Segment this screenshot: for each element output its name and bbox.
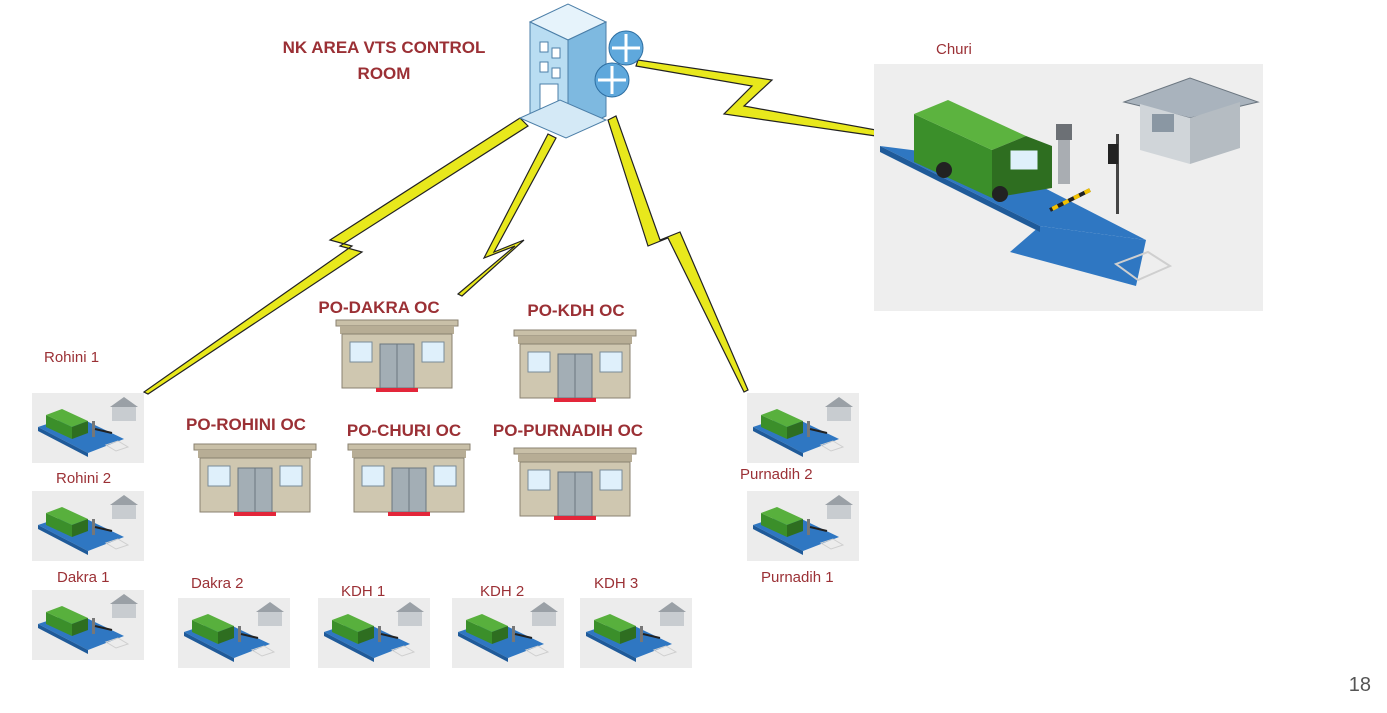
control-room-server-icon [518, 3, 644, 139]
link-lightning-dakra [456, 133, 557, 297]
rohini1-weighbridge-image [31, 392, 145, 464]
po-purnadih-label: PO-PURNADIH OC [493, 421, 643, 440]
po-dakra-building-icon [335, 319, 459, 393]
site-label-churi: Churi [936, 41, 972, 58]
po-kdh-building-icon [513, 329, 637, 403]
po-rohini-label: PO-ROHINI OC [186, 415, 306, 434]
po-kdh-label: PO-KDH OC [527, 301, 624, 320]
purnadih1-weighbridge-image [746, 490, 860, 562]
site-label-dakra2: Dakra 2 [191, 575, 244, 592]
kdh2-weighbridge-image [451, 597, 565, 669]
site-label-purnadih2: Purnadih 2 [740, 466, 813, 483]
site-label-dakra1: Dakra 1 [57, 569, 110, 586]
po-purnadih-building-icon [513, 447, 637, 521]
po-churi-building-icon [347, 443, 471, 517]
po-churi-label: PO-CHURI OC [347, 421, 461, 440]
rohini2-weighbridge-image [31, 490, 145, 562]
po-rohini-building-icon [193, 443, 317, 517]
page-number: 18 [1348, 674, 1371, 696]
site-label-kdh1: KDH 1 [341, 583, 385, 600]
link-lightning-rohini [142, 117, 529, 395]
po-dakra-label: PO-DAKRA OC [318, 298, 439, 317]
site-label-rohini2: Rohini 2 [56, 470, 111, 487]
kdh3-weighbridge-image [579, 597, 693, 669]
site-label-purnadih1: Purnadih 1 [761, 569, 834, 586]
link-lightning-purnadih [607, 115, 749, 393]
kdh1-weighbridge-image [317, 597, 431, 669]
link-lightning-churi [635, 59, 877, 137]
purnadih2-weighbridge-image [746, 392, 860, 464]
site-label-kdh3: KDH 3 [594, 575, 638, 592]
control-room-title-line2: ROOM [358, 64, 411, 83]
dakra1-weighbridge-image [31, 589, 145, 661]
site-label-rohini1: Rohini 1 [44, 349, 99, 366]
dakra2-weighbridge-image [177, 597, 291, 669]
churi-weighbridge-image [874, 64, 1263, 311]
site-label-kdh2: KDH 2 [480, 583, 524, 600]
control-room-title: NK AREA VTS CONTROL [283, 38, 486, 57]
